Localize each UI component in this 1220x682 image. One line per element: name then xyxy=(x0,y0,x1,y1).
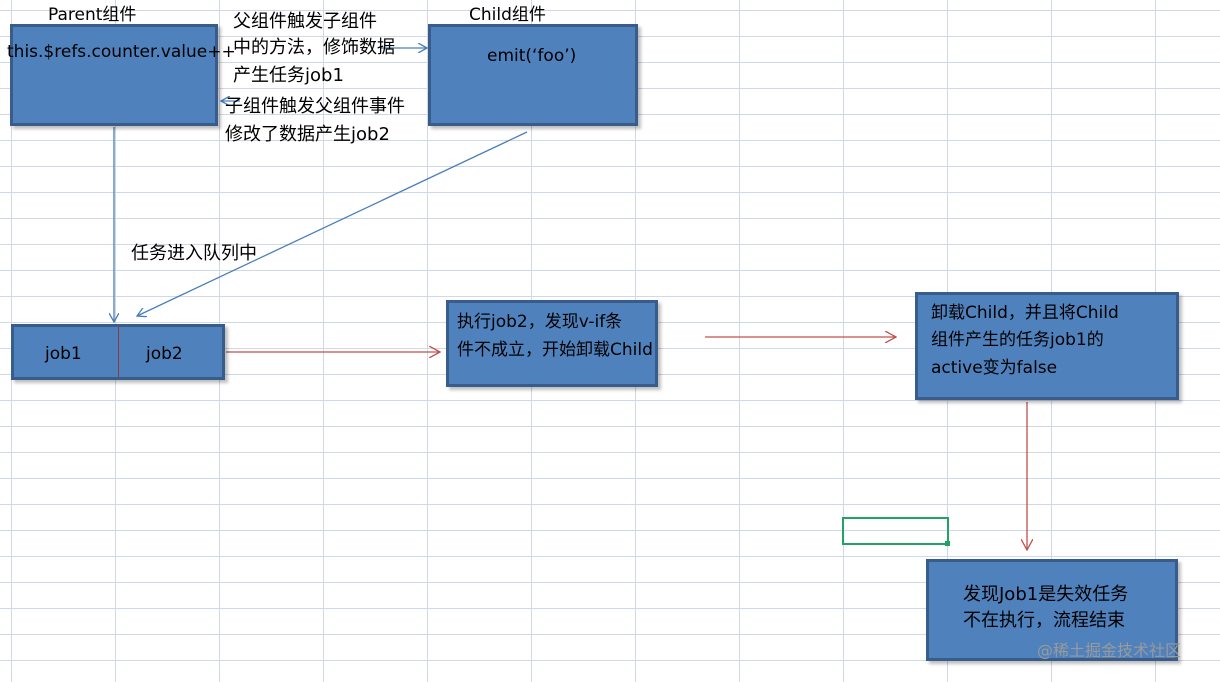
note-parent-to-child-line-1: 父组件触发子组件 xyxy=(233,11,377,32)
fill-handle[interactable] xyxy=(945,541,950,546)
note-parent-to-child-line-3: 产生任务job1 xyxy=(233,65,344,86)
parent-title: Parent组件 xyxy=(48,5,137,25)
end-line-1: 发现Job1是失效任务 xyxy=(963,584,1129,605)
child-title: Child组件 xyxy=(469,5,546,25)
child-code: emit(‘foo’) xyxy=(487,46,577,66)
note-parent-to-child-line-2: 中的方法，修饰数据 xyxy=(233,37,395,58)
unmount-line-3: active变为false xyxy=(931,358,1058,378)
execute-line-2: 件不成立，开始卸载Child xyxy=(457,340,653,360)
execute-box xyxy=(446,300,658,387)
child-box xyxy=(428,24,638,126)
note-child-to-parent-line-2: 修改了数据产生job2 xyxy=(225,124,390,145)
unmount-line-2: 组件产生的任务job1的 xyxy=(931,330,1104,350)
queue-job2: job2 xyxy=(146,344,183,364)
end-line-2: 不在执行，流程结束 xyxy=(963,610,1125,631)
selected-cell[interactable] xyxy=(842,517,949,545)
unmount-box xyxy=(915,292,1179,400)
note-child-to-parent-line-1: 子组件触发父组件事件 xyxy=(225,96,405,117)
queue-divider xyxy=(118,327,119,377)
arrow-child-to-queue xyxy=(137,131,528,316)
parent-code: this.$refs.counter.value++ xyxy=(7,42,236,62)
end-box xyxy=(926,559,1178,661)
note-enqueue: 任务进入队列中 xyxy=(131,243,257,264)
execute-line-1: 执行job2，发现v-if条 xyxy=(457,312,623,332)
watermark: @稀土掘金技术社区 xyxy=(1037,641,1182,660)
queue-job1: job1 xyxy=(45,344,82,364)
unmount-line-1: 卸载Child，并且将Child xyxy=(931,303,1119,323)
parent-box xyxy=(10,24,218,126)
